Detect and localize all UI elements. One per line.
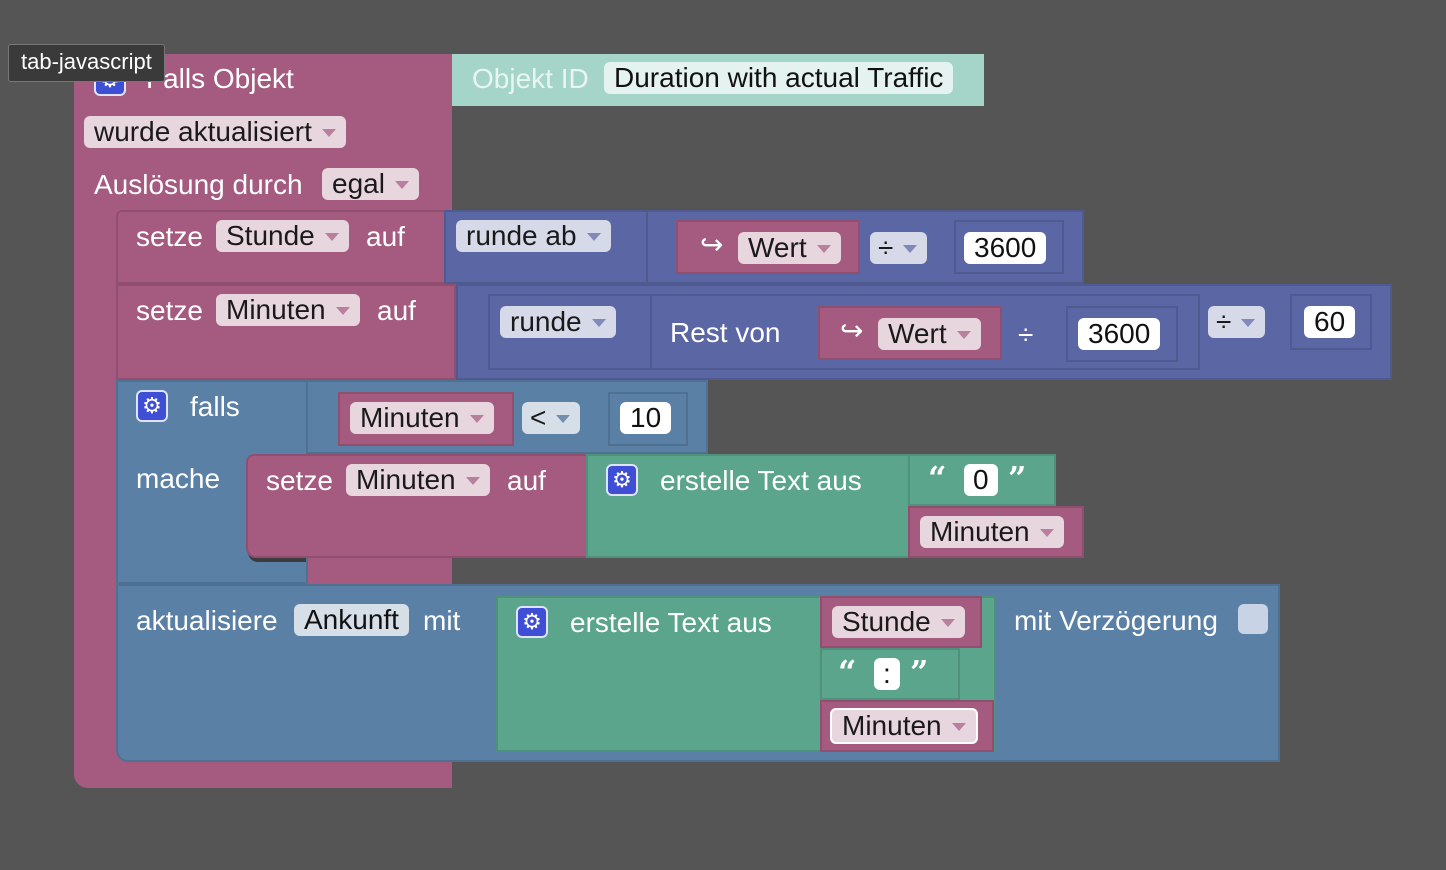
trigger-block-bottom — [74, 764, 452, 788]
update-with-label: mit — [423, 605, 461, 636]
remainder-number-field[interactable]: 3600 — [1078, 318, 1161, 350]
inner-set-var-dropdown[interactable]: Minuten — [346, 464, 490, 496]
divisor-field[interactable]: 60 — [1304, 306, 1356, 338]
inner-create-text-gear-icon[interactable]: ⚙ — [606, 464, 638, 496]
inner-set-label: setze — [266, 465, 333, 496]
tab-tooltip: tab-javascript — [8, 44, 165, 82]
inner-set-to-label: auf — [507, 465, 546, 496]
close-quote-icon: ” — [1008, 459, 1027, 497]
set-hour-to-label: auf — [366, 221, 405, 252]
update-create-text-label: erstelle Text aus — [570, 607, 772, 638]
minute-value-arrow-icon: ↪ — [840, 315, 864, 346]
event-dropdown[interactable]: wurde aktualisiert — [84, 116, 346, 148]
update-target-field[interactable]: Ankunft — [294, 604, 409, 636]
inner-set-block[interactable] — [246, 454, 588, 558]
update-close-quote-icon: ” — [910, 653, 929, 691]
set-minute-label: setze — [136, 295, 203, 326]
remainder-divide-symbol: ÷ — [1018, 319, 1034, 350]
set-hour-var-dropdown[interactable]: Stunde — [216, 220, 349, 252]
remainder-label: Rest von — [670, 317, 781, 348]
hour-op-dropdown[interactable]: ÷ — [870, 232, 928, 264]
minute-op-dropdown[interactable]: ÷ — [1208, 306, 1266, 338]
hour-number-field[interactable]: 3600 — [964, 232, 1047, 264]
inner-create-text-block[interactable] — [586, 454, 912, 558]
inner-text-field[interactable]: 0 — [964, 464, 998, 496]
delay-checkbox[interactable] — [1238, 604, 1268, 634]
hour-value-dropdown[interactable]: Wert — [738, 232, 841, 264]
object-id-field[interactable]: Duration with actual Traffic — [604, 62, 954, 94]
minute-value-dropdown[interactable]: Wert — [878, 318, 981, 350]
update-open-quote-icon: “ — [838, 653, 857, 691]
inner-append-var-dropdown[interactable]: Minuten — [920, 516, 1064, 548]
set-minute-to-label: auf — [377, 295, 416, 326]
hour-value-arrow-icon: ↪ — [700, 229, 724, 260]
cause-dropdown[interactable]: egal — [322, 168, 419, 200]
set-hour-label: setze — [136, 221, 203, 252]
cause-label: Auslösung durch — [94, 169, 303, 200]
update-text-field[interactable]: : — [874, 658, 900, 690]
object-id-label: Objekt ID — [472, 63, 589, 94]
delay-label: mit Verzögerung — [1014, 605, 1218, 636]
if-number-field[interactable]: 10 — [620, 402, 672, 434]
do-label: mache — [136, 463, 221, 494]
set-minute-var-dropdown[interactable]: Minuten — [216, 294, 360, 326]
update-var1-dropdown[interactable]: Stunde — [832, 606, 965, 638]
update-var2-dropdown[interactable]: Minuten — [830, 708, 978, 744]
trigger-title: Falls Objekt — [146, 63, 294, 94]
round-down-dropdown[interactable]: runde ab — [456, 220, 611, 252]
inner-create-text-label: erstelle Text aus — [660, 465, 862, 496]
if-var-dropdown[interactable]: Minuten — [350, 402, 494, 434]
compare-dropdown[interactable]: < — [522, 402, 581, 434]
round-dropdown[interactable]: runde — [500, 306, 616, 338]
if-label: falls — [190, 391, 240, 422]
update-create-text-gear-icon[interactable]: ⚙ — [516, 606, 548, 638]
if-gear-icon[interactable]: ⚙ — [136, 390, 168, 422]
open-quote-icon: “ — [928, 459, 947, 497]
update-label: aktualisiere — [136, 605, 278, 636]
